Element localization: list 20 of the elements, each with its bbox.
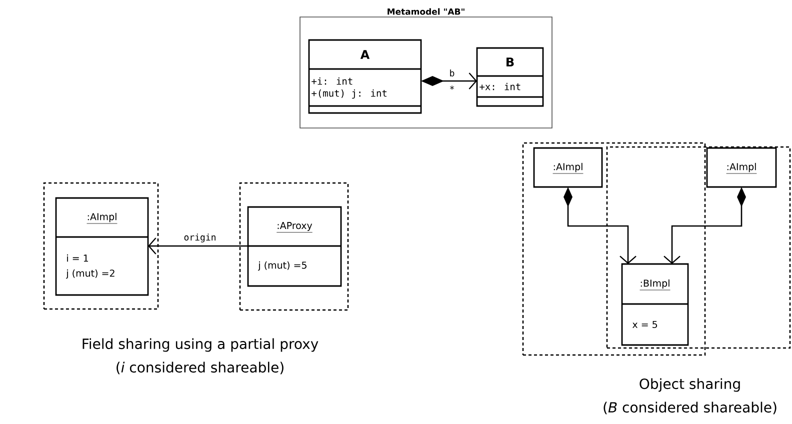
object-box: :BImpl x = 5: [621, 263, 689, 346]
class-box: B +x: int: [476, 47, 544, 107]
caption: (i considered shareable): [116, 362, 284, 374]
dashed-group-box: [606, 146, 791, 349]
arrow: [148, 238, 248, 254]
dashed-group-box: [522, 142, 706, 356]
dashed-group-box: [43, 182, 159, 310]
object-box: :AImpl: [706, 147, 777, 188]
class-box: A +i: int +(mut) j: int: [308, 39, 422, 114]
multiplicity-label: *: [450, 86, 454, 90]
edge-label: origin: [183, 233, 217, 243]
dashed-group-box: [239, 182, 349, 311]
caption: Object sharing: [640, 378, 740, 392]
edge-label: b: [448, 69, 456, 77]
object-box: :AImpl i = 1 j (mut) =2: [55, 197, 149, 296]
caption: Field sharing using a partial proxy: [82, 338, 318, 352]
object-box: :AImpl: [533, 147, 603, 188]
frame-title: Metamodel "AB": [388, 8, 464, 15]
caption: (B considered shareable): [604, 402, 776, 414]
object-box: :AProxy j (mut) =5: [247, 206, 342, 287]
